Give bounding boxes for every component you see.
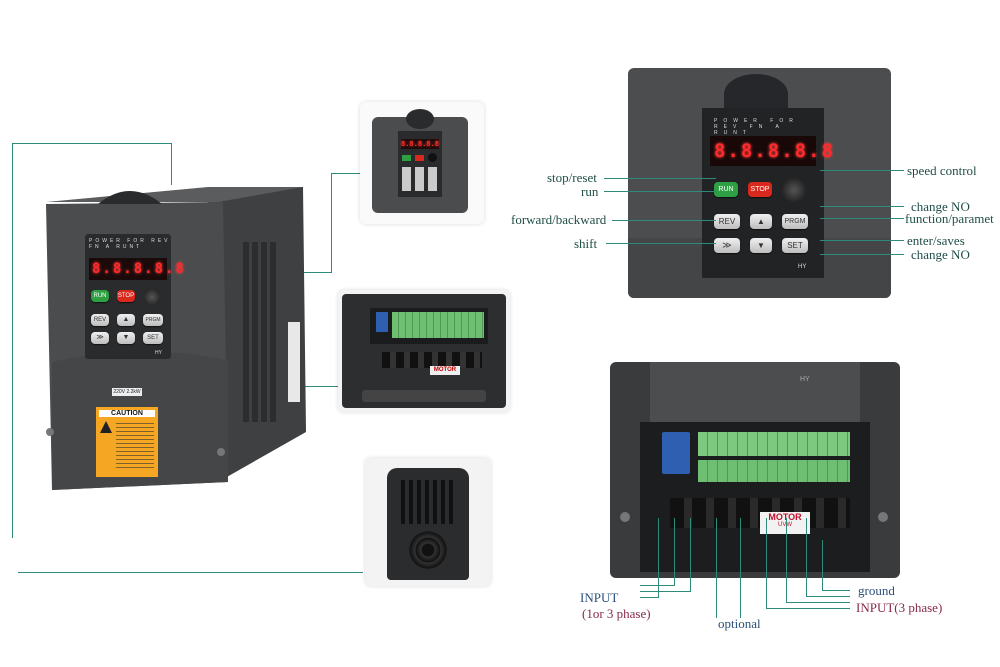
detail-led-labels: POWER FOR REV FN A RUNT [714, 118, 799, 136]
leader-line [766, 608, 850, 609]
label-stop-reset: stop/reset [547, 170, 597, 185]
vent-slots [401, 480, 455, 524]
up-button[interactable]: ▲ [117, 314, 135, 326]
label-forward-backward: forward/backward [511, 212, 607, 227]
leader-line [690, 518, 691, 592]
thumbnail-fan [365, 458, 491, 586]
caution-text-lines [116, 423, 154, 471]
caution-title: CAUTION [99, 410, 155, 417]
label-input: INPUT [580, 590, 619, 605]
leader-line [331, 173, 332, 273]
shift-button[interactable]: ≫ [91, 332, 109, 344]
label-change-no-1: change NO [911, 199, 970, 214]
fan-housing [387, 468, 469, 580]
label-enter-saves: enter/saves [907, 233, 965, 248]
label-input-3-phase: INPUT(3 phase) [856, 600, 943, 615]
detail-up-button[interactable]: ▲ [750, 214, 772, 229]
terminal-strip-bottom [698, 460, 850, 482]
label-input-phase: (1or 3 phase) [582, 606, 651, 621]
motor-label: MOTOR UVW [760, 512, 810, 534]
leader-line [640, 585, 675, 586]
fan-grille [405, 530, 451, 570]
leader-line [822, 540, 823, 590]
thumb-relay [376, 312, 388, 332]
set-button[interactable]: SET [143, 332, 163, 344]
leader-line [604, 178, 716, 179]
vfd-body-shape [46, 187, 306, 490]
terminal-brand: HY [800, 376, 810, 383]
leader-line [766, 518, 767, 608]
leader-line [806, 518, 807, 596]
caution-label: CAUTION [96, 407, 158, 477]
speed-knob[interactable] [143, 288, 161, 306]
leader-line [658, 518, 659, 598]
label-change-no-2: change NO [911, 247, 970, 262]
leader-line [786, 602, 850, 603]
leader-line [640, 591, 691, 592]
leader-line [820, 218, 904, 219]
keypad-detail-panel: POWER FOR REV FN A RUNT 8.8.8.8.8 RUN ST… [702, 108, 833, 278]
rating-sticker: 220V 2.2kW [112, 388, 142, 396]
led-display: 8.8.8.8.8 [89, 258, 184, 280]
detail-rev-button[interactable]: REV [714, 214, 740, 229]
leader-line [820, 170, 904, 171]
thumb-device: 8.8.8.8.8 [372, 109, 468, 213]
leader-line [331, 173, 371, 174]
detail-prgm-button[interactable]: PRGM [782, 214, 808, 229]
leader-line [12, 143, 13, 538]
leader-line [12, 143, 172, 144]
leader-line [604, 191, 716, 192]
leader-line [806, 596, 850, 597]
detail-speed-knob[interactable] [782, 178, 806, 202]
thumbnail-keypad: 8.8.8.8.8 [360, 102, 484, 224]
thumb-motor-label: MOTOR [430, 366, 460, 375]
detail-set-button[interactable]: SET [782, 238, 808, 253]
leader-line [740, 518, 741, 618]
led-labels: POWER FOR REV FN A RUNT [89, 238, 171, 250]
label-shift: shift [574, 236, 598, 251]
thumbnail-terminals: MOTOR [338, 290, 510, 412]
detail-brand: HY [798, 264, 807, 270]
leader-line [606, 243, 716, 244]
detail-shift-button[interactable]: ≫ [714, 238, 740, 253]
vfd-device-main: POWER FOR REV FN A RUNT 8.8.8.8.8 RUN ST… [38, 182, 308, 494]
down-button[interactable]: ▼ [117, 332, 135, 344]
leader-line [171, 143, 172, 185]
leader-line [716, 518, 717, 618]
prgm-button[interactable]: PRGM [143, 314, 163, 326]
detail-led-display: 8.8.8.8.8 [710, 136, 833, 166]
detail-stop-button[interactable]: STOP [748, 182, 772, 197]
stop-button[interactable]: STOP [117, 290, 135, 302]
detail-down-button[interactable]: ▼ [750, 238, 772, 253]
leader-line [786, 518, 787, 602]
terminal-detail-device: HY MOTOR UVW [610, 362, 900, 578]
keypad-detail-device: POWER FOR REV FN A RUNT 8.8.8.8.8 RUN ST… [628, 68, 891, 298]
detail-run-button[interactable]: RUN [714, 182, 738, 197]
thumb-keypad: 8.8.8.8.8 [398, 131, 442, 197]
label-speed-control: speed control [907, 163, 977, 178]
thumb-terminal-strip [392, 312, 484, 338]
warning-icon [100, 421, 112, 433]
run-button[interactable]: RUN [91, 290, 109, 302]
leader-line [640, 597, 659, 598]
leader-line [612, 220, 716, 221]
leader-line [820, 240, 904, 241]
label-optional: optional [718, 616, 761, 631]
leader-line [820, 206, 904, 207]
leader-line [820, 254, 904, 255]
leader-line [18, 572, 363, 573]
rev-button[interactable]: REV [91, 314, 109, 326]
label-run: run [581, 184, 599, 199]
label-function-parameter: function/paramet [905, 211, 994, 226]
leader-line [822, 590, 850, 591]
brand-label: HY [155, 350, 162, 356]
terminal-strip-top [698, 432, 850, 456]
relay-module [662, 432, 690, 474]
keypad-panel: POWER FOR REV FN A RUNT 8.8.8.8.8 RUN ST… [85, 234, 184, 359]
leader-line [674, 518, 675, 586]
label-ground: ground [858, 583, 895, 598]
